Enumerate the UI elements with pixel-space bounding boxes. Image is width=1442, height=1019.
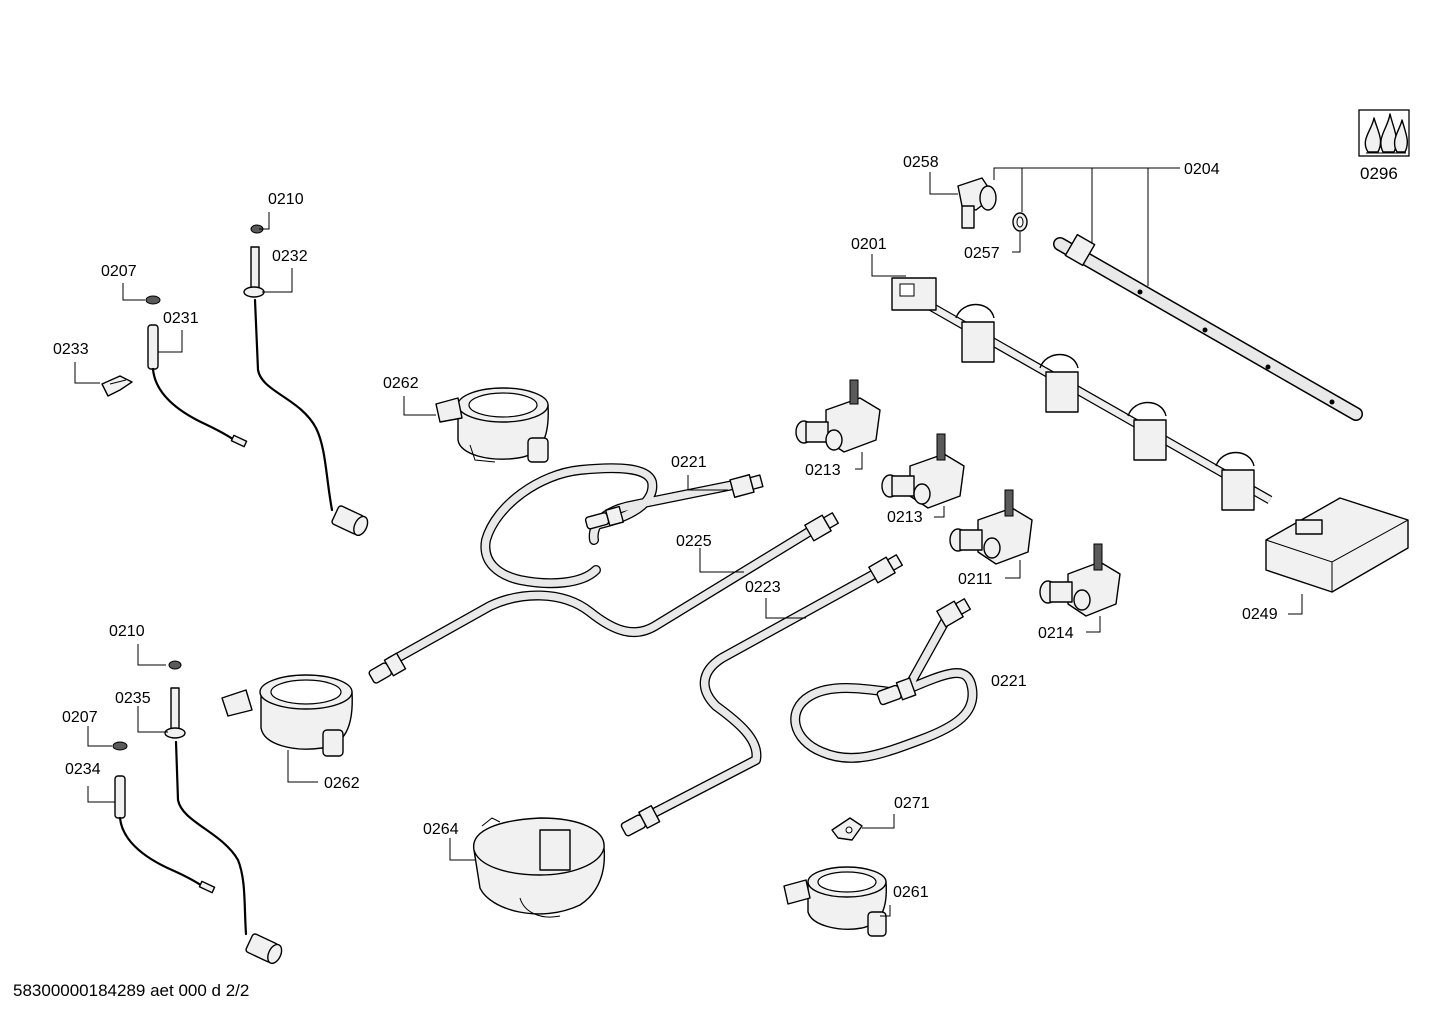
label-0234: 0234	[65, 761, 101, 778]
label-0213-a: 0213	[805, 462, 841, 479]
gas-valve-0213-b	[881, 433, 965, 509]
label-0211: 0211	[958, 571, 993, 588]
gas-rail-0204	[1053, 233, 1363, 421]
label-0207-lower: 0207	[62, 709, 98, 726]
label-0233: 0233	[53, 341, 89, 358]
label-0213-b: 0213	[887, 509, 923, 526]
spark-module-0249	[1265, 497, 1409, 593]
burner-base-0264	[473, 817, 606, 918]
label-0201: 0201	[851, 236, 887, 253]
label-0210-lower: 0210	[109, 623, 145, 640]
seal-0257	[1012, 212, 1028, 232]
gas-flame-logo	[1358, 109, 1410, 157]
pipe-0221-lower	[790, 598, 978, 763]
label-0235: 0235	[115, 690, 151, 707]
switch-rail-0201	[891, 277, 1273, 511]
label-0249: 0249	[1242, 606, 1278, 623]
label-0261: 0261	[893, 884, 929, 901]
label-0204: 0204	[1184, 161, 1220, 178]
label-0221-lower: 0221	[991, 673, 1027, 690]
label-0262-upper: 0262	[383, 375, 419, 392]
pipe-0225	[368, 512, 840, 684]
label-0271: 0271	[894, 795, 930, 812]
part-labels: 0210 0232 0207 0231 0233 0262 0221 0225 …	[53, 154, 1398, 901]
pipe-0223	[620, 554, 904, 837]
label-0214: 0214	[1038, 625, 1074, 642]
label-0231: 0231	[163, 310, 199, 327]
gas-valve-0213-a	[795, 379, 881, 453]
thermocouple-upper	[243, 224, 369, 537]
pipe-0221-upper	[480, 463, 764, 589]
bracket-0271	[831, 817, 863, 841]
elbow-fitting-0258	[957, 177, 997, 229]
leader-lines	[74, 167, 1303, 917]
burner-base-lower	[221, 674, 353, 757]
burner-base-upper	[435, 387, 549, 463]
document-reference: 58300000184289 aet 000 d 2/2	[13, 981, 250, 1000]
label-0262-lower: 0262	[324, 775, 360, 792]
label-0264: 0264	[423, 821, 459, 838]
label-0207-upper: 0207	[101, 263, 137, 280]
label-0210-upper: 0210	[268, 191, 304, 208]
gas-valve-0214	[1039, 543, 1121, 617]
label-0223: 0223	[745, 579, 781, 596]
ignition-electrode-upper	[145, 295, 248, 448]
burner-base-0261	[783, 866, 887, 937]
clip-0233	[101, 375, 133, 397]
label-0258: 0258	[903, 154, 939, 171]
label-0257: 0257	[964, 245, 1000, 262]
label-0232: 0232	[272, 248, 308, 265]
thermocouple-lower	[164, 660, 283, 965]
label-0225: 0225	[676, 533, 712, 550]
label-0296: 0296	[1360, 164, 1398, 183]
label-0221-upper: 0221	[671, 454, 707, 471]
ignition-electrode-lower	[112, 741, 216, 894]
gas-valve-0211	[949, 489, 1033, 565]
